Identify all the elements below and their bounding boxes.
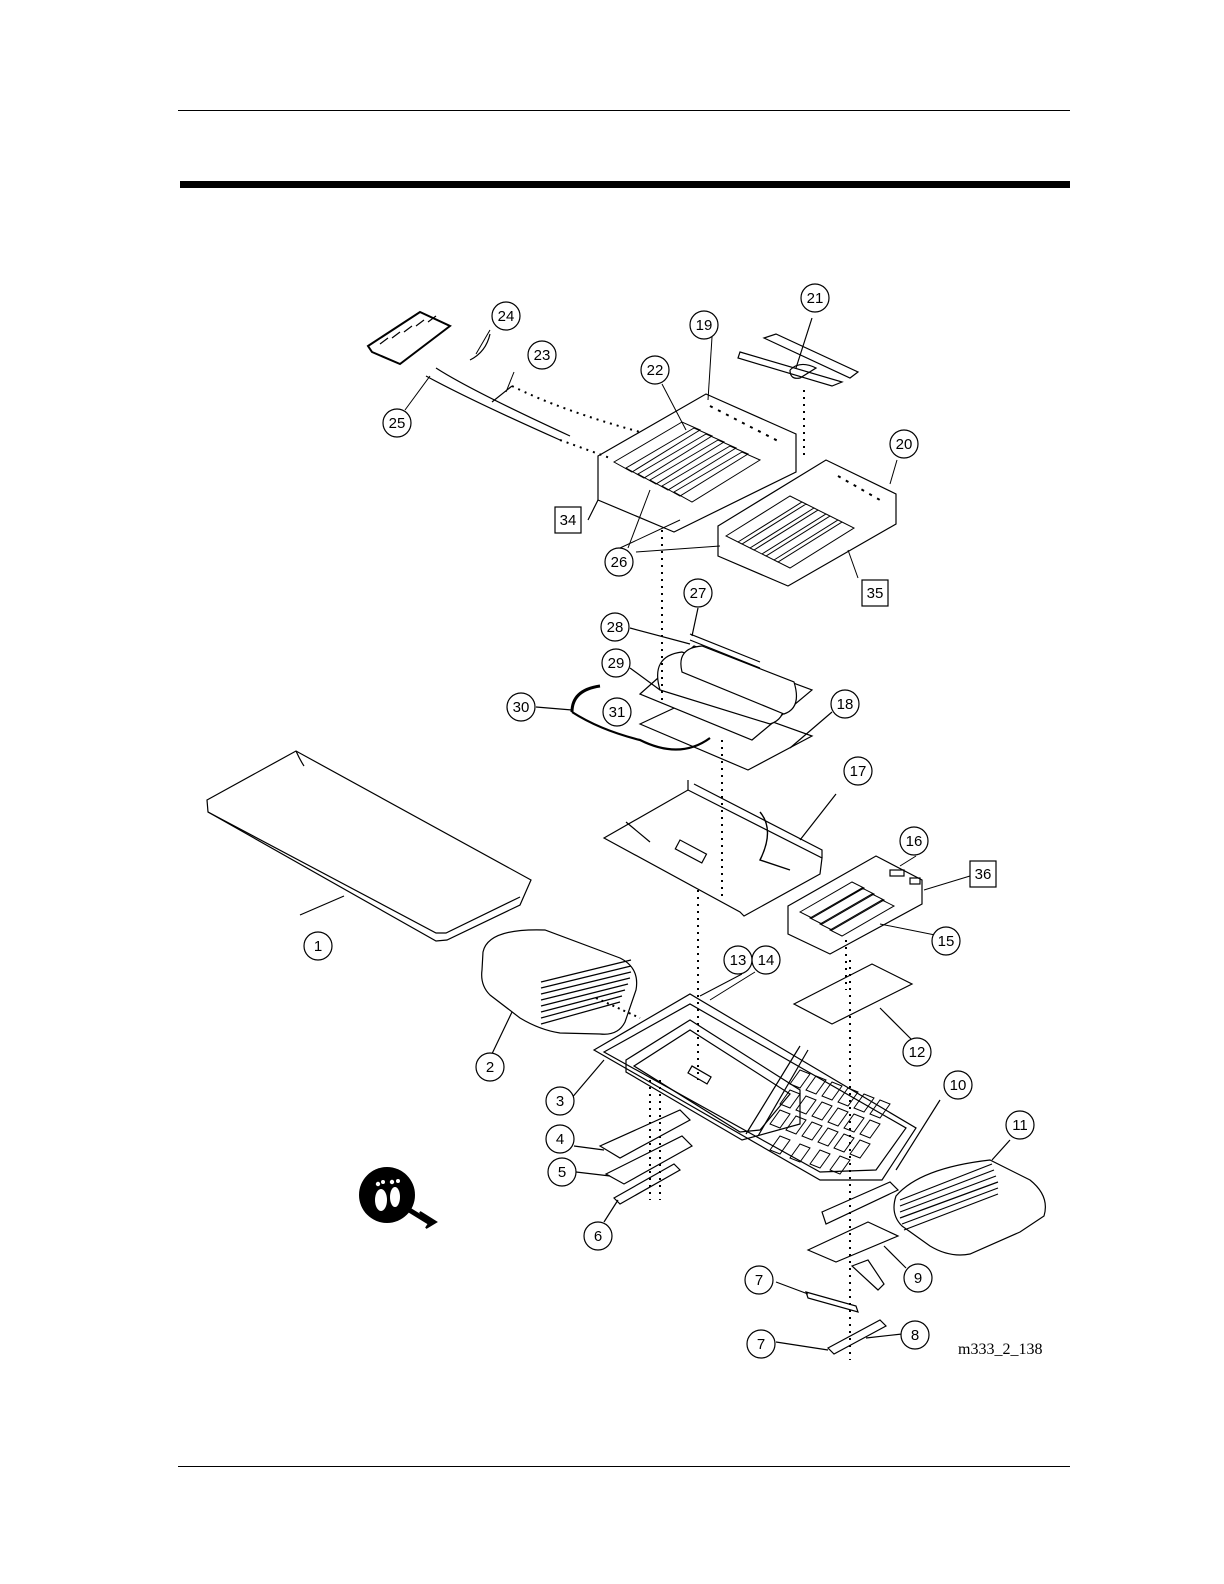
callout-3: 3 <box>546 1087 574 1115</box>
callout-11: 11 <box>1006 1111 1034 1139</box>
callout-19: 19 <box>690 311 718 339</box>
callout-label: 24 <box>498 308 515 325</box>
callout-26: 26 <box>605 548 633 576</box>
callout-27: 27 <box>684 579 712 607</box>
part-11-cushion <box>894 1140 1045 1255</box>
callout-label: 1 <box>314 938 322 955</box>
callout-7: 7 <box>745 1266 773 1294</box>
callout-label: 21 <box>807 290 824 307</box>
callout-8: 8 <box>901 1321 929 1349</box>
foot-direction-icon <box>359 1167 436 1228</box>
parts-4-5-6-strips <box>574 1080 692 1222</box>
figure-id-label: m333_2_138 <box>958 1341 1042 1358</box>
callout-label: 28 <box>607 619 624 636</box>
callout-25: 25 <box>383 409 411 437</box>
callout-1: 1 <box>304 932 332 960</box>
boxed-callout-label: 34 <box>560 512 577 529</box>
boxed-callout-35: 35 <box>862 580 888 606</box>
callout-10: 10 <box>944 1071 972 1099</box>
callout-label: 14 <box>758 952 775 969</box>
callout-6: 6 <box>584 1222 612 1250</box>
callout-label: 19 <box>696 317 713 334</box>
callout-label: 29 <box>608 655 625 672</box>
callout-5: 5 <box>548 1158 576 1186</box>
callout-label: 26 <box>611 554 628 571</box>
boxed-callout-34: 34 <box>555 507 581 533</box>
callout-label: 16 <box>906 833 923 850</box>
callout-label: 13 <box>730 952 747 969</box>
part-1-top-cover <box>207 751 531 941</box>
callout-7: 7 <box>747 1330 775 1358</box>
callout-9: 9 <box>904 1264 932 1292</box>
callout-4: 4 <box>546 1125 574 1153</box>
boxed-callout-36: 36 <box>970 861 996 887</box>
callout-label: 11 <box>1012 1117 1028 1134</box>
callout-30: 30 <box>507 693 535 721</box>
callout-29: 29 <box>602 649 630 677</box>
callout-20: 20 <box>890 430 918 458</box>
part-32-tray <box>604 780 836 916</box>
callout-label: 7 <box>755 1272 763 1289</box>
callout-label: 27 <box>690 585 707 602</box>
callout-label: 23 <box>534 347 551 364</box>
callout-label: 9 <box>914 1270 922 1287</box>
callout-13: 13 <box>724 946 752 974</box>
callout-label: 22 <box>647 362 664 379</box>
callout-label: 6 <box>594 1228 602 1245</box>
callout-label: 2 <box>486 1059 494 1076</box>
callout-label: 20 <box>896 436 913 453</box>
callout-12: 12 <box>903 1038 931 1066</box>
callout-label: 4 <box>556 1131 564 1148</box>
callout-label: 30 <box>513 699 530 716</box>
callout-21: 21 <box>801 284 829 312</box>
callout-label: 5 <box>558 1164 566 1181</box>
callout-22: 22 <box>641 356 669 384</box>
callout-16: 16 <box>900 827 928 855</box>
callout-label: 3 <box>556 1093 564 1110</box>
callout-28: 28 <box>601 613 629 641</box>
callout-2: 2 <box>476 1053 504 1081</box>
callout-14: 14 <box>752 946 780 974</box>
callout-label: 7 <box>757 1336 765 1353</box>
callout-23: 23 <box>528 341 556 369</box>
callout-label: 8 <box>911 1327 919 1344</box>
callout-label: 18 <box>837 696 854 713</box>
callout-18: 18 <box>831 690 859 718</box>
callout-label: 15 <box>938 933 955 950</box>
boxed-callout-label: 36 <box>975 866 992 883</box>
callout-label: 31 <box>609 704 626 721</box>
callout-label: 17 <box>850 763 867 780</box>
boxed-callout-label: 35 <box>867 585 884 602</box>
callout-label: 25 <box>389 415 406 432</box>
callout-17: 17 <box>844 757 872 785</box>
callout-31: 31 <box>603 698 631 726</box>
callout-24: 24 <box>492 302 520 330</box>
callout-label: 12 <box>909 1044 926 1061</box>
callout-label: 10 <box>950 1077 967 1094</box>
callout-15: 15 <box>932 927 960 955</box>
